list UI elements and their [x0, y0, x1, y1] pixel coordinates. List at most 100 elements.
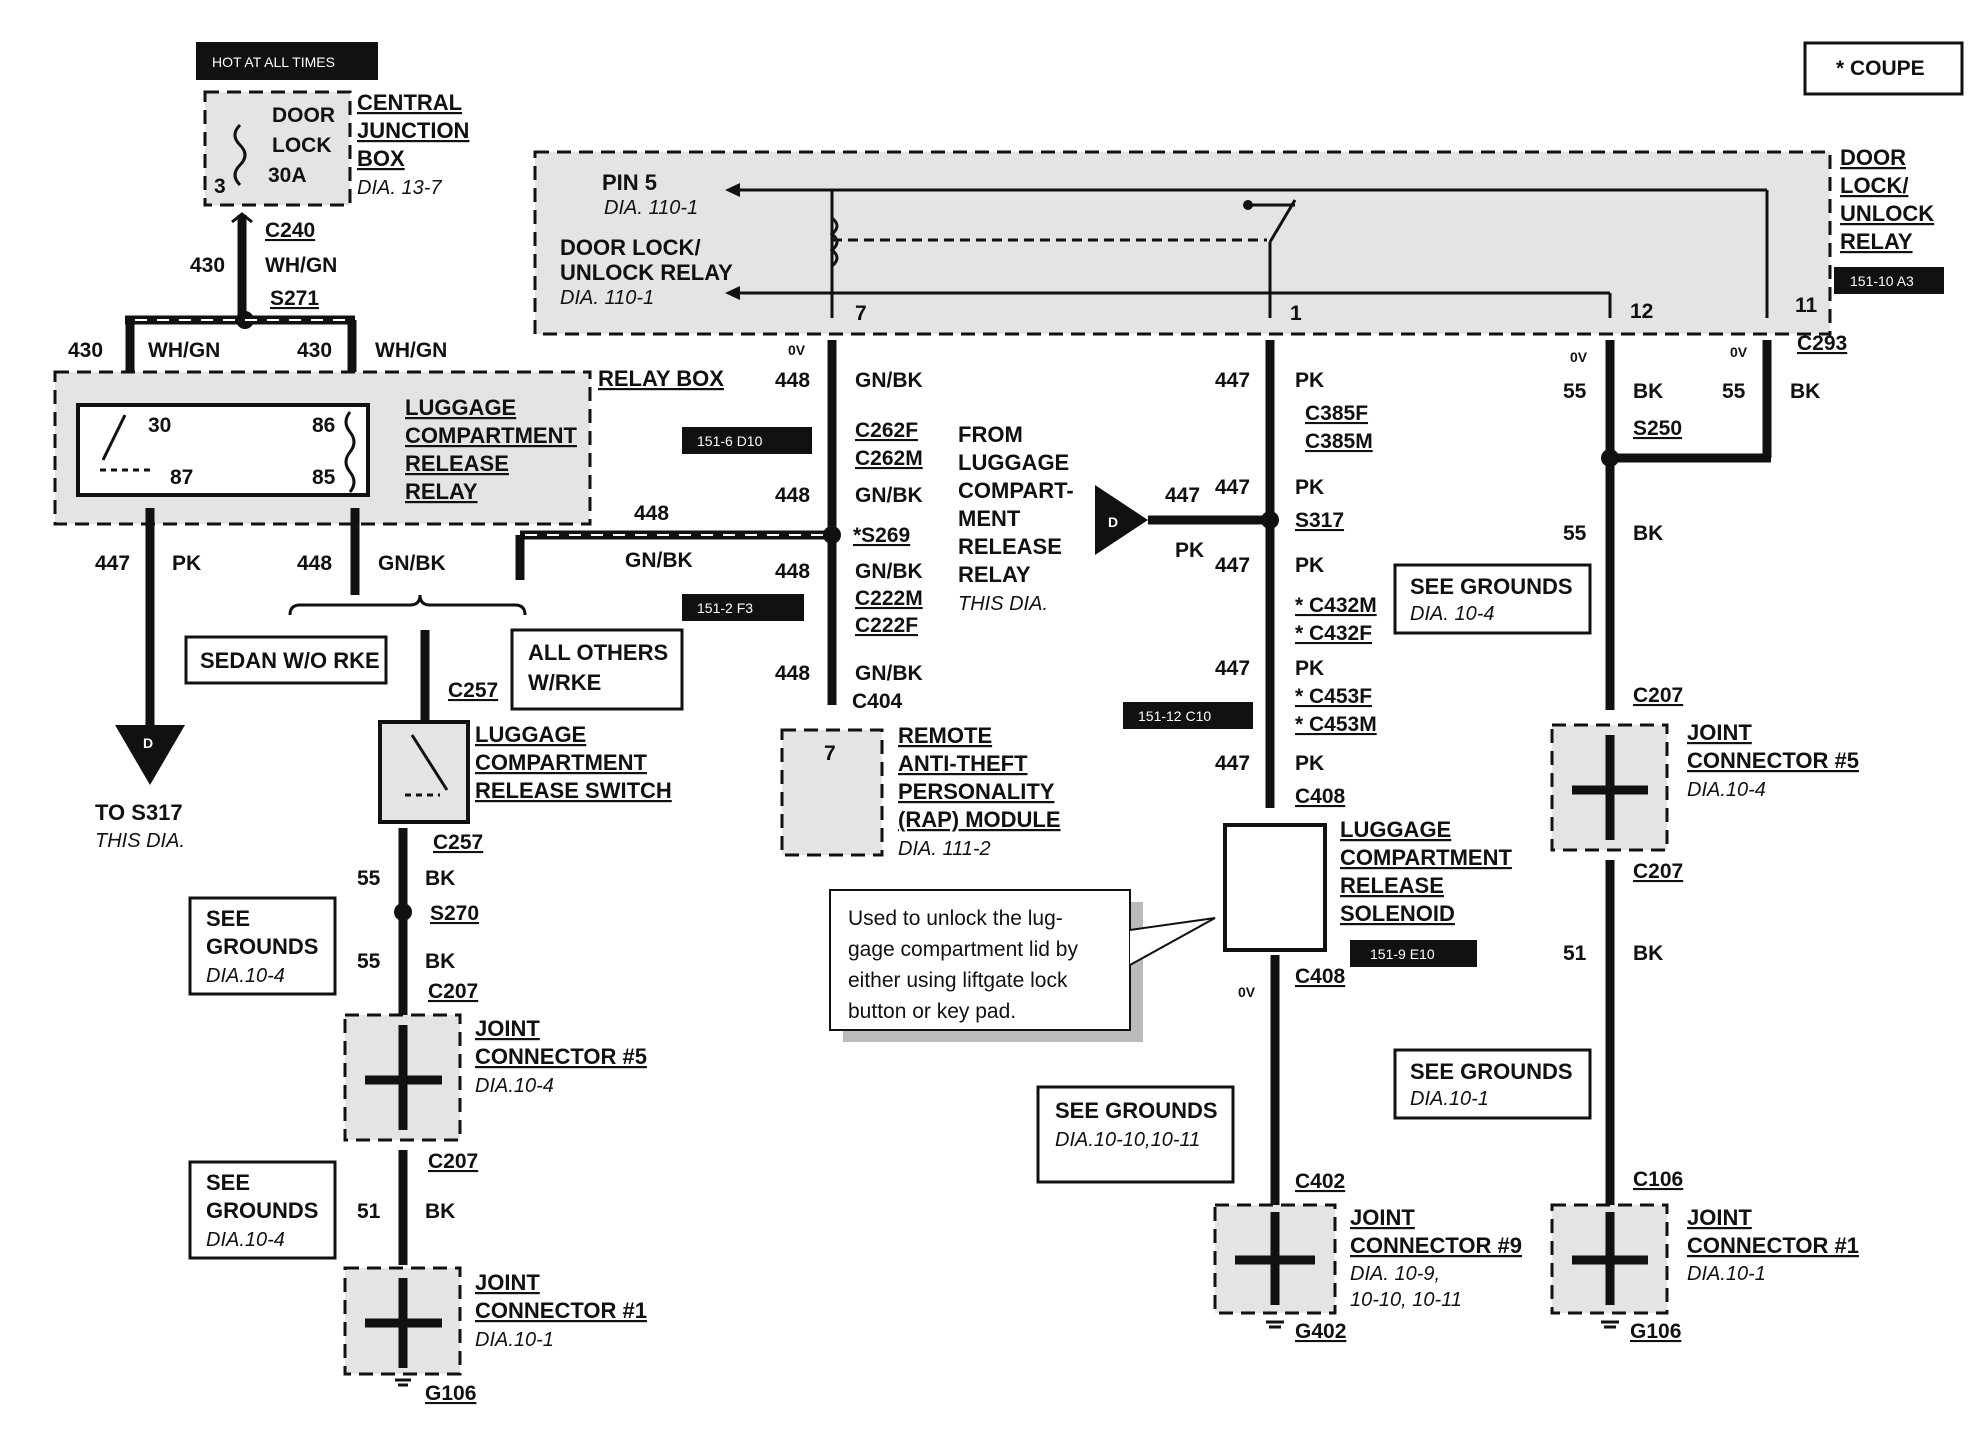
- svg-text:G106: G106: [425, 1382, 476, 1405]
- svg-text:447: 447: [1215, 657, 1250, 680]
- svg-text:D: D: [143, 735, 153, 751]
- svg-text:WH/GN: WH/GN: [265, 254, 337, 277]
- to-s317-arrow: [115, 725, 185, 785]
- solenoid-ground-path: 0V C408 C402: [1238, 955, 1346, 1205]
- svg-text:30A: 30A: [268, 164, 307, 187]
- left-joint-connector-5: JOINT CONNECTOR #5 DIA.10-4: [343, 1013, 647, 1142]
- svg-text:C207: C207: [1633, 684, 1683, 707]
- svg-text:S270: S270: [430, 902, 479, 925]
- svg-text:DIA. 10-9,: DIA. 10-9,: [1350, 1263, 1440, 1285]
- svg-text:JOINT: JOINT: [1350, 1205, 1415, 1230]
- svg-text:C385M: C385M: [1305, 430, 1373, 453]
- coupe-legend: * COUPE: [1803, 41, 1964, 96]
- svg-text:447: 447: [1215, 369, 1250, 392]
- svg-text:W/RKE: W/RKE: [528, 670, 601, 695]
- svg-text:ANTI-THEFT: ANTI-THEFT: [898, 751, 1028, 776]
- svg-text:C408: C408: [1295, 785, 1346, 808]
- svg-text:LUGGAGE: LUGGAGE: [475, 722, 586, 747]
- luggage-compartment-release-solenoid: LUGGAGE COMPARTMENT RELEASE SOLENOID 151…: [1223, 817, 1512, 967]
- svg-text:PK: PK: [1295, 657, 1324, 680]
- pk-447-column: 447 PK C385F C385M D 447 PK 447 PK S317 …: [1095, 340, 1377, 808]
- svg-text:JOINT: JOINT: [475, 1270, 540, 1295]
- svg-text:ALL OTHERS: ALL OTHERS: [528, 640, 668, 665]
- svg-text:button or key pad.: button or key pad.: [848, 1000, 1016, 1023]
- svg-text:PERSONALITY: PERSONALITY: [898, 779, 1055, 804]
- bk-right-column: 0V 0V 55 BK 55 BK S250 55 BK C207: [1563, 340, 1820, 710]
- svg-text:DIA.10-4: DIA.10-4: [475, 1075, 554, 1097]
- svg-text:SEE GROUNDS: SEE GROUNDS: [1055, 1098, 1218, 1123]
- svg-text:WH/GN: WH/GN: [375, 339, 447, 362]
- svg-text:DIA. 10-4: DIA. 10-4: [1410, 603, 1494, 625]
- svg-text:BK: BK: [1790, 380, 1820, 403]
- svg-text:CONNECTOR #5: CONNECTOR #5: [1687, 748, 1859, 773]
- svg-text:PK: PK: [1175, 539, 1204, 562]
- svg-text:RELAY: RELAY: [1840, 229, 1913, 254]
- svg-text:GROUNDS: GROUNDS: [206, 934, 318, 959]
- right-joint-connector-1: JOINT CONNECTOR #1 DIA.10-1 G106: [1550, 1203, 1859, 1343]
- svg-text:TO S317: TO S317: [95, 800, 183, 825]
- svg-text:JOINT: JOINT: [475, 1016, 540, 1041]
- svg-text:430: 430: [190, 254, 225, 277]
- svg-text:GROUNDS: GROUNDS: [206, 1198, 318, 1223]
- splice-s269: [823, 526, 841, 544]
- svg-text:448: 448: [634, 502, 669, 525]
- svg-text:DOOR: DOOR: [272, 104, 335, 127]
- svg-text:COMPARTMENT: COMPARTMENT: [405, 423, 577, 448]
- all-others-rke-box: ALL OTHERS W/RKE: [510, 628, 684, 711]
- left-joint-connector-1: JOINT CONNECTOR #1 DIA.10-1 G106: [343, 1266, 647, 1405]
- svg-text:55: 55: [357, 867, 381, 890]
- left-bk-51-wire: C207 51 BK: [357, 1150, 478, 1265]
- svg-text:DIA. 111-2: DIA. 111-2: [898, 838, 991, 860]
- svg-text:LUGGAGE: LUGGAGE: [405, 395, 516, 420]
- svg-text:7: 7: [855, 302, 867, 325]
- svg-text:10-10, 10-11: 10-10, 10-11: [1350, 1289, 1462, 1311]
- svg-text:151-12 C10: 151-12 C10: [1138, 708, 1211, 724]
- svg-text:S250: S250: [1633, 417, 1682, 440]
- svg-text:BK: BK: [425, 950, 455, 973]
- svg-text:DIA. 13-7: DIA. 13-7: [357, 177, 442, 199]
- svg-text:SEE GROUNDS: SEE GROUNDS: [1410, 574, 1573, 599]
- svg-text:0V: 0V: [1730, 344, 1748, 360]
- svg-text:* C453F: * C453F: [1295, 685, 1372, 708]
- splice-s270: [394, 903, 412, 921]
- right-see-grounds-1: SEE GROUNDS DIA. 10-4: [1393, 563, 1592, 635]
- svg-text:RELEASE: RELEASE: [958, 534, 1062, 559]
- svg-text:C222F: C222F: [855, 614, 918, 637]
- svg-text:DOOR: DOOR: [1840, 145, 1906, 170]
- svg-text:C293: C293: [1797, 332, 1847, 355]
- svg-text:151-9 E10: 151-9 E10: [1370, 946, 1435, 962]
- svg-text:DIA. 110-1: DIA. 110-1: [560, 287, 654, 309]
- svg-text:87: 87: [170, 466, 193, 489]
- svg-text:* C453M: * C453M: [1295, 713, 1377, 736]
- svg-text:MENT: MENT: [958, 506, 1021, 531]
- svg-text:151-10 A3: 151-10 A3: [1850, 273, 1914, 289]
- solenoid-callout: Used to unlock the lug- gage compartment…: [829, 889, 1216, 1042]
- svg-text:C402: C402: [1295, 1170, 1345, 1193]
- svg-text:D: D: [1108, 514, 1118, 530]
- sedan-without-rke-box: SEDAN W/O RKE: [184, 635, 388, 685]
- svg-text:51: 51: [357, 1200, 381, 1223]
- svg-text:51: 51: [1563, 942, 1587, 965]
- svg-text:PK: PK: [1295, 554, 1324, 577]
- svg-text:55: 55: [1563, 522, 1587, 545]
- svg-text:55: 55: [1722, 380, 1746, 403]
- svg-text:UNLOCK: UNLOCK: [1840, 201, 1934, 226]
- joint-connector-9: JOINT CONNECTOR #9 DIA. 10-9, 10-10, 10-…: [1213, 1203, 1522, 1343]
- svg-text:447: 447: [1215, 554, 1250, 577]
- svg-text:DIA.10-4: DIA.10-4: [206, 1229, 285, 1251]
- svg-text:SEDAN W/O RKE: SEDAN W/O RKE: [200, 648, 380, 673]
- svg-text:C404: C404: [852, 690, 903, 713]
- svg-text:447: 447: [1165, 484, 1200, 507]
- svg-text:SOLENOID: SOLENOID: [1340, 901, 1455, 926]
- svg-text:SEE: SEE: [206, 906, 250, 931]
- svg-text:PIN 5: PIN 5: [602, 170, 657, 195]
- svg-text:GN/BK: GN/BK: [855, 662, 923, 685]
- svg-text:CONNECTOR #5: CONNECTOR #5: [475, 1044, 647, 1069]
- svg-text:BK: BK: [425, 1200, 455, 1223]
- gnbk-448-column: 0V 448 GN/BK C262F C262M 151-6 D10 448 G…: [682, 340, 923, 713]
- svg-text:BK: BK: [1633, 942, 1663, 965]
- door-lock-unlock-relay: PIN 5 DIA. 110-1 DOOR LOCK/ UNLOCK RELAY…: [533, 145, 1944, 355]
- svg-text:BOX: BOX: [357, 146, 405, 171]
- svg-text:30: 30: [148, 414, 171, 437]
- svg-text:151-6 D10: 151-6 D10: [697, 433, 763, 449]
